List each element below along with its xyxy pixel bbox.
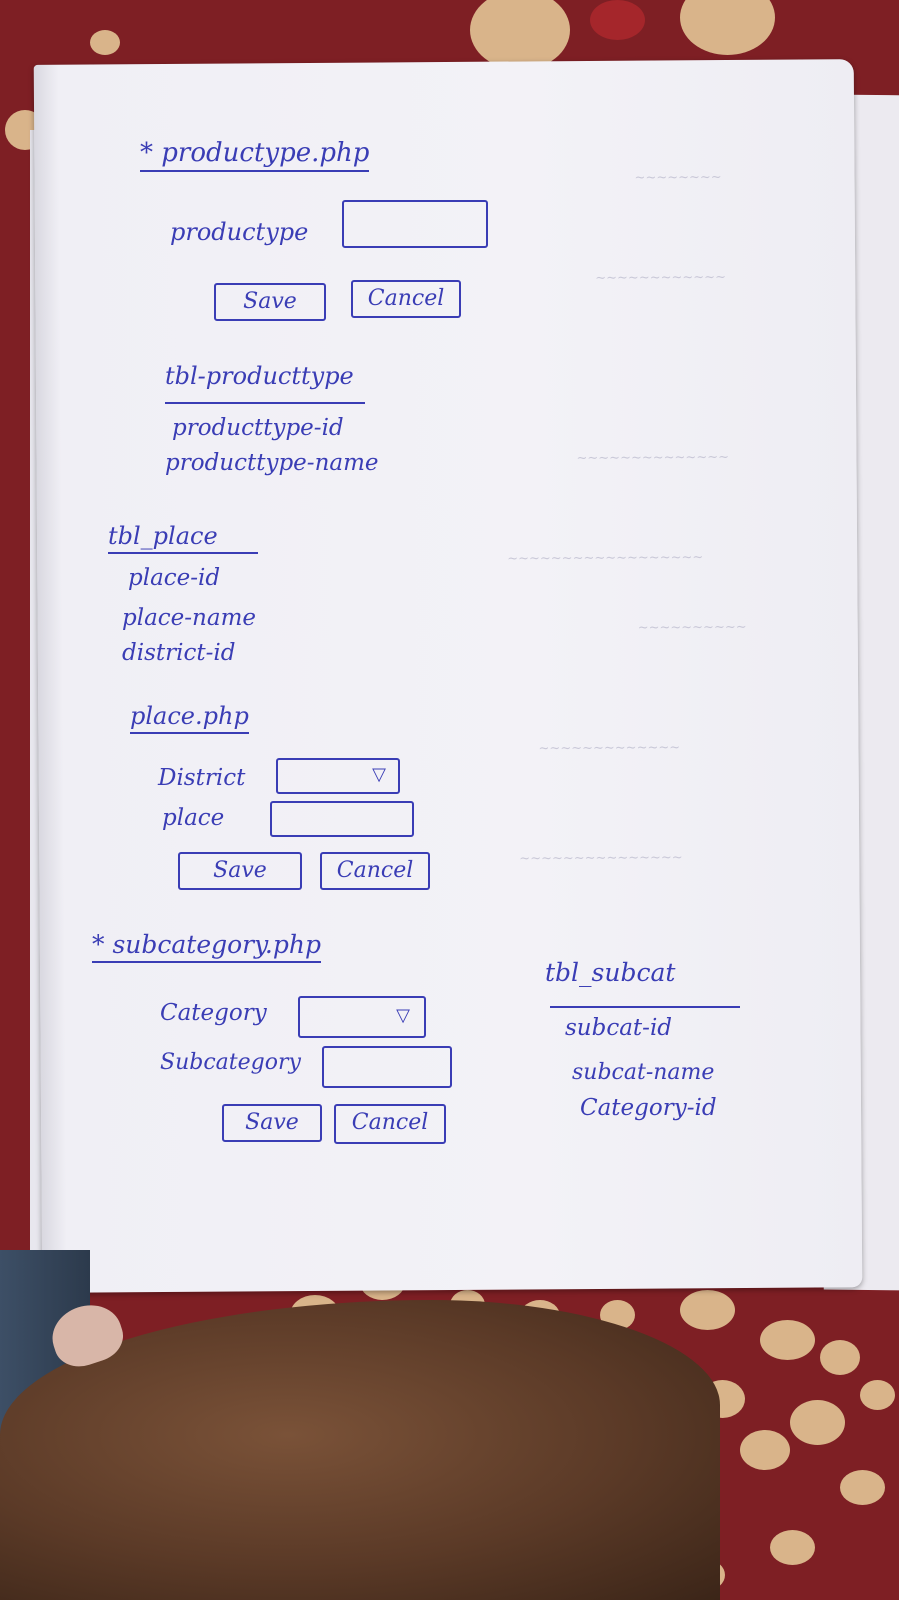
category-dropdown[interactable]: ▽ — [298, 996, 426, 1038]
tbl-producttype-field: producttype-id — [172, 415, 344, 441]
show-through-text: ~~~~~~~~~~~~~~~~~~ — [507, 550, 704, 567]
district-label: District — [158, 765, 246, 791]
place-label: place — [162, 805, 225, 831]
dot — [680, 1290, 735, 1330]
tbl-subcat-field: Category-id — [580, 1095, 717, 1121]
show-through-text: ~~~~~~~~ — [634, 170, 722, 186]
subcategory-save-button[interactable]: Save — [222, 1104, 322, 1142]
district-dropdown[interactable]: ▽ — [276, 758, 400, 794]
place-save-button[interactable]: Save — [178, 852, 302, 890]
dot — [770, 1530, 815, 1565]
tbl-subcat-title: tbl_subcat — [545, 958, 676, 987]
subcategory-cancel-button[interactable]: Cancel — [334, 1104, 446, 1144]
dot — [760, 1320, 815, 1360]
tbl-place-field: place-name — [122, 605, 257, 631]
show-through-text: ~~~~~~~~~~~~~~~ — [519, 850, 683, 867]
subcategory-php-heading: * subcategory.php — [92, 930, 321, 963]
dot — [590, 0, 645, 40]
dot — [680, 0, 775, 55]
dot — [860, 1380, 895, 1410]
show-through-text: ~~~~~~~~~~~~~ — [538, 740, 681, 757]
tbl-subcat-field: subcat-id — [565, 1015, 673, 1041]
dot — [470, 0, 570, 70]
dot — [90, 30, 120, 55]
hand — [0, 1300, 720, 1600]
dot — [840, 1470, 885, 1505]
productype-cancel-button[interactable]: Cancel — [351, 280, 461, 318]
tbl-place-field: place-id — [128, 565, 221, 591]
tbl-producttype-title: tbl-producttype — [165, 362, 354, 390]
productype-heading: * productype.php — [140, 138, 370, 172]
tbl-subcat-field: subcat-name — [572, 1060, 715, 1085]
tbl-place-underline — [108, 552, 258, 554]
productype-label: productype — [170, 218, 309, 246]
tbl-place-title: tbl_place — [108, 522, 218, 550]
show-through-text: ~~~~~~~~~~ — [637, 619, 747, 636]
place-cancel-button[interactable]: Cancel — [320, 852, 430, 890]
show-through-text: ~~~~~~~~~~~~~~ — [576, 450, 730, 467]
tbl-producttype-underline — [165, 402, 365, 404]
category-label: Category — [160, 1000, 267, 1026]
dropdown-arrow-icon: ▽ — [396, 1005, 410, 1026]
subcategory-input[interactable] — [322, 1046, 452, 1088]
dot — [820, 1340, 860, 1375]
place-php-heading: place.php — [130, 702, 249, 734]
tbl-subcat-underline — [550, 1006, 740, 1008]
productype-save-button[interactable]: Save — [214, 283, 326, 321]
dot — [740, 1430, 790, 1470]
subcategory-label: Subcategory — [160, 1050, 301, 1075]
place-input[interactable] — [270, 801, 414, 837]
dot — [790, 1400, 845, 1445]
productype-input[interactable] — [342, 200, 488, 248]
dropdown-arrow-icon: ▽ — [372, 764, 386, 785]
tbl-producttype-field: producttype-name — [165, 450, 379, 476]
show-through-text: ~~~~~~~~~~~~ — [595, 270, 726, 286]
tbl-place-field: district-id — [122, 640, 236, 666]
